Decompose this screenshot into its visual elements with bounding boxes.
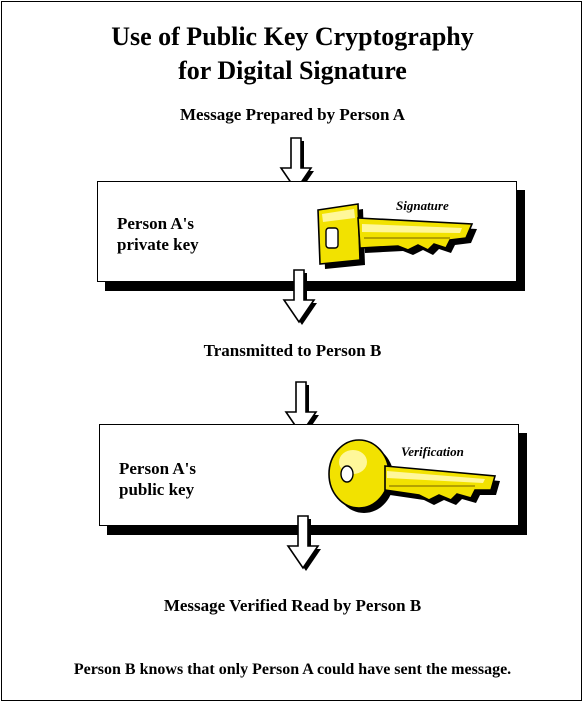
down-arrow-1 bbox=[279, 137, 314, 193]
verification-tag: Verification bbox=[401, 444, 464, 459]
round-key-icon: Verification bbox=[328, 439, 500, 513]
down-arrow-4 bbox=[286, 515, 321, 571]
public-key-label-2: public key bbox=[119, 480, 195, 499]
step-verified-text: Message Verified Read by Person B bbox=[163, 596, 422, 615]
down-arrow-2 bbox=[282, 269, 317, 325]
public-key-label-1: Person A's bbox=[119, 459, 196, 478]
conclusion-text: Person B knows that only Person A could … bbox=[73, 661, 512, 678]
title-line-2: for Digital Signature bbox=[178, 56, 407, 85]
flat-key-icon: Signature bbox=[317, 198, 477, 269]
signature-tag: Signature bbox=[396, 198, 449, 213]
title-line-1: Use of Public Key Cryptography bbox=[111, 22, 474, 51]
step-prepared-text: Message Prepared by Person A bbox=[179, 105, 406, 124]
private-key-label-2: private key bbox=[117, 235, 199, 254]
step-transmitted-text: Transmitted to Person B bbox=[203, 341, 382, 360]
private-key-label-1: Person A's bbox=[117, 214, 194, 233]
